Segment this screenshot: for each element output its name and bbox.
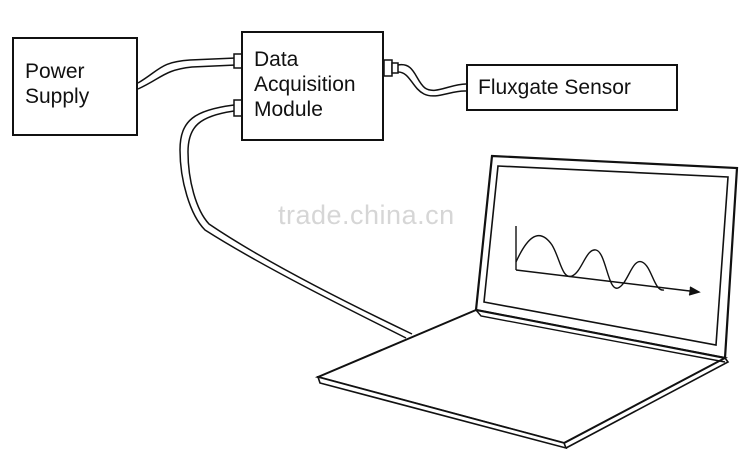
power-supply-label-line-1: Power — [25, 60, 85, 83]
watermark: trade.china.cn — [278, 200, 455, 230]
cable-daq-to-sensor — [397, 64, 467, 97]
daq-label-line-2: Acquisition — [254, 73, 356, 97]
plot-waveform — [515, 234, 665, 291]
power-supply-label-line-2: Supply — [25, 85, 90, 109]
data-acquisition-module-box: Data Acquisition Module — [241, 31, 384, 141]
waveform-plot-icon — [515, 226, 701, 296]
plot-arrowhead — [688, 286, 701, 296]
daq-label-line-3: Module — [254, 98, 323, 122]
fluxgate-sensor-box: Fluxgate Sensor — [466, 64, 678, 111]
cable-daq-to-laptop — [179, 104, 413, 339]
laptop-icon — [314, 154, 739, 450]
plot-x-axis — [515, 269, 699, 293]
power-supply-box: Power Supply — [12, 37, 138, 136]
cable-power-to-daq — [137, 57, 237, 90]
fluxgate-sensor-label: Fluxgate Sensor — [478, 76, 631, 99]
daq-label-line-1: Data — [254, 48, 299, 71]
